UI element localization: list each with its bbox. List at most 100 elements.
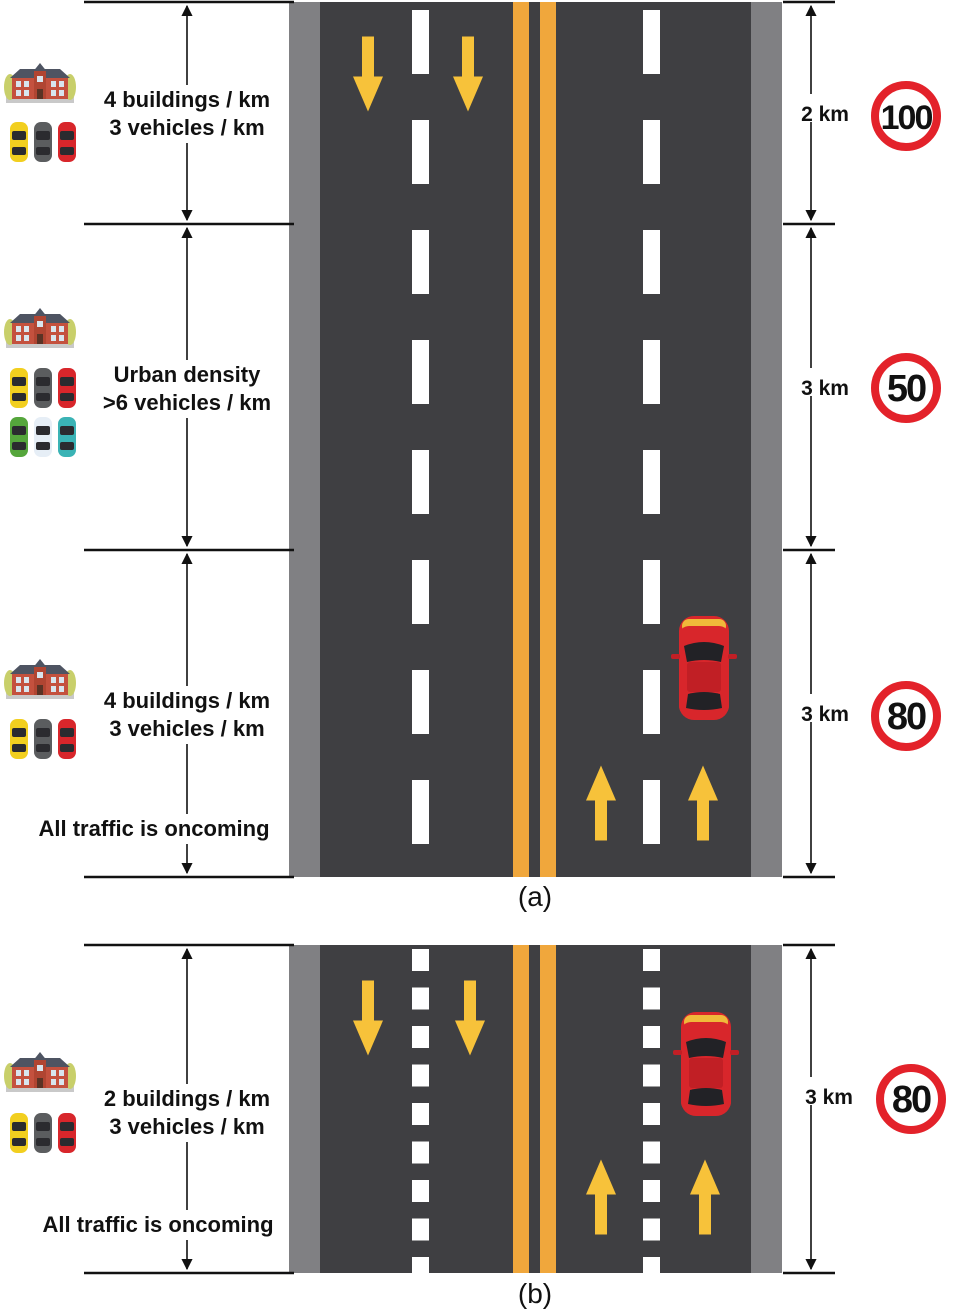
density-label: 3 vehicles / km — [109, 115, 264, 140]
density-label: 4 buildings / km — [104, 688, 270, 713]
lane-dash — [412, 1103, 429, 1125]
parked-car-icon — [10, 417, 28, 457]
lane-dash — [412, 1180, 429, 1202]
label-mask — [87, 360, 287, 418]
traffic-note: All traffic is oncoming — [42, 1212, 273, 1237]
lane-dash — [643, 560, 660, 624]
building-icon — [4, 308, 76, 348]
lane-dash — [643, 1064, 660, 1087]
lane-dash — [412, 450, 429, 514]
lane-dash — [643, 230, 660, 294]
label-mask — [40, 814, 276, 844]
lane-dash — [643, 340, 660, 404]
lane-dash — [412, 1141, 429, 1164]
panel-b: 2 buildings / km 3 vehicles / km All traff… — [4, 943, 946, 1309]
lane-dash — [412, 120, 429, 184]
lane-dash — [643, 1103, 660, 1125]
label-mask — [788, 368, 838, 396]
parked-car-icon — [58, 1113, 76, 1153]
lane-dash — [643, 10, 660, 74]
center-line-right — [540, 945, 556, 1273]
lane-dash — [643, 1218, 660, 1241]
density-label: 3 vehicles / km — [109, 716, 264, 741]
speed-limit-sign — [876, 1064, 946, 1134]
lane-dash — [643, 1141, 660, 1164]
lane-dash — [412, 949, 429, 971]
parked-car-icon — [10, 719, 28, 759]
segment: 4 buildings / km 3 vehicles / km 2 km 100 — [4, 4, 941, 222]
panel-a: 4 buildings / km 3 vehicles / km 2 km 100Ur… — [4, 0, 941, 912]
parked-car-icon — [58, 122, 76, 162]
density-label: 2 buildings / km — [104, 1086, 270, 1111]
right-shoulder — [751, 945, 782, 1273]
lane-dash — [412, 10, 429, 74]
lane-dash — [643, 1257, 660, 1279]
traffic-note: All traffic is oncoming — [38, 816, 269, 841]
lane-dash — [412, 1218, 429, 1241]
parked-car-icon — [58, 719, 76, 759]
parked-car-icon — [34, 719, 52, 759]
parked-car-icon — [10, 368, 28, 408]
lane-dash — [412, 1064, 429, 1087]
label-mask — [788, 94, 838, 122]
label-mask — [87, 686, 287, 744]
left-shoulder — [289, 2, 320, 877]
density-label: 4 buildings / km — [104, 87, 270, 112]
lane-dash — [412, 230, 429, 294]
speed-limit-value: 100 — [881, 99, 933, 137]
building-icon — [4, 63, 76, 103]
road-surface — [289, 2, 782, 877]
center-line-left — [513, 2, 529, 877]
parked-car-icon — [58, 417, 76, 457]
parked-car-icon — [10, 1113, 28, 1153]
lane-dash — [643, 780, 660, 844]
parked-car-icon — [34, 417, 52, 457]
red-car-icon — [673, 1012, 739, 1116]
lane-dash — [643, 670, 660, 734]
label-mask — [788, 1077, 838, 1105]
lane-dash — [643, 1180, 660, 1202]
building-icon — [4, 1052, 76, 1092]
segment-distance: 3 km — [801, 377, 849, 400]
lane-dash — [412, 780, 429, 844]
label-mask — [40, 1210, 276, 1240]
lane-dash — [412, 340, 429, 404]
center-line-right — [540, 2, 556, 877]
parked-car-icon — [58, 368, 76, 408]
red-car-icon — [671, 616, 737, 720]
segment-distance: 3 km — [805, 1086, 853, 1109]
lane-dash — [412, 987, 429, 1010]
speed-limit-value: 80 — [887, 696, 926, 738]
density-label: Urban density — [114, 362, 261, 387]
speed-limit-sign — [871, 81, 941, 151]
density-label: 3 vehicles / km — [109, 1114, 264, 1139]
building-icon — [4, 659, 76, 699]
speed-limit-sign — [871, 353, 941, 423]
segment: 2 buildings / km 3 vehicles / km All traff… — [4, 947, 946, 1271]
left-shoulder — [289, 945, 320, 1273]
lane-dash — [412, 560, 429, 624]
label-mask — [788, 694, 838, 722]
label-mask — [87, 85, 287, 143]
lane-dash — [412, 1026, 429, 1048]
segment-distance: 2 km — [801, 103, 849, 126]
panel-caption: (b) — [518, 1278, 552, 1309]
parked-car-icon — [34, 1113, 52, 1153]
segment-distance: 3 km — [801, 703, 849, 726]
density-label: >6 vehicles / km — [103, 390, 271, 415]
parked-car-icon — [10, 122, 28, 162]
parked-car-icon — [34, 122, 52, 162]
lane-dash — [643, 1026, 660, 1048]
right-shoulder — [751, 2, 782, 877]
center-line-left — [513, 945, 529, 1273]
lane-dash — [643, 450, 660, 514]
segment: Urban density >6 vehicles / km 3 km 50 — [4, 226, 941, 548]
speed-limit-value: 80 — [892, 1079, 931, 1121]
parked-car-icon — [34, 368, 52, 408]
lane-dash — [643, 987, 660, 1010]
speed-limit-sign — [871, 681, 941, 751]
lane-dash — [412, 670, 429, 734]
speed-limit-value: 50 — [887, 368, 926, 410]
lane-dash — [643, 949, 660, 971]
